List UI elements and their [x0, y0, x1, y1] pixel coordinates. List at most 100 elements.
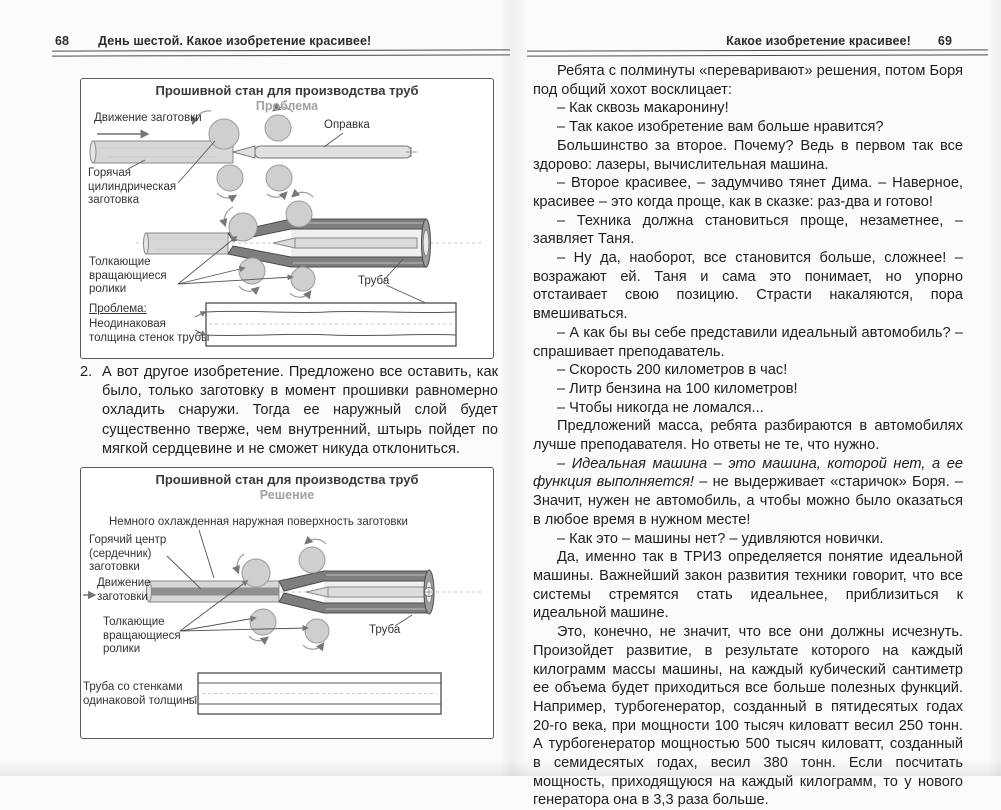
rotation-arrow-icon: [238, 285, 260, 296]
roller: [249, 608, 277, 636]
item-text: А вот другое изобретение. Предложено все…: [102, 364, 498, 457]
right-page-number: 69: [937, 34, 952, 48]
paragraph: Да, именно так в ТРИЗ определяется понят…: [533, 549, 963, 622]
right-running-head: Какое изобретение красивее! 69: [726, 34, 952, 48]
leader-line: [194, 311, 207, 318]
roller: [265, 164, 293, 192]
tube-forming: [166, 529, 435, 652]
left-header-rule: [51, 49, 511, 57]
paragraph: – Как это – машины нет? – удивляются нов…: [557, 530, 884, 547]
right-header-rule: [526, 49, 989, 57]
paragraph: – Скорость 200 километров в час!: [557, 362, 788, 379]
rotation-arrow-icon: [289, 290, 312, 300]
leader-line: [177, 235, 238, 285]
label-problem-title: Проблема:: [89, 303, 147, 315]
paragraph: – Литр бензина на 100 километров!: [557, 380, 798, 397]
label-movement: Движение заготовки: [94, 112, 202, 124]
roller: [298, 546, 326, 574]
leader-line: [385, 284, 429, 305]
leader-line: [177, 274, 294, 285]
mandrel-tip: [231, 145, 256, 159]
label-hot-core: Горячий центр (сердечник) заготовки: [89, 534, 167, 573]
mandrel-rod: [254, 145, 412, 159]
label-problem-text: Неодинаковая толщина стенок трубы: [89, 318, 210, 344]
roller: [228, 212, 258, 242]
leader-line: [179, 579, 249, 632]
rotation-arrow-icon: [231, 553, 245, 575]
leader-line: [186, 695, 198, 701]
leader-line: [323, 132, 344, 148]
leader-line: [177, 265, 246, 285]
pierce-mill-solution-figure: [83, 529, 481, 715]
paragraph: – Как сквозь макаронину!: [557, 100, 729, 117]
leader-line: [177, 140, 216, 184]
right-running-title: Какое изобретение красивее!: [726, 34, 911, 48]
stage1-billet-and-mandrel: [89, 103, 419, 203]
label-cooled-surface: Немного охлажденная наружная поверхность…: [109, 516, 408, 528]
diagram-pierce-mill-problem: Прошивной стан для производства труб Про…: [80, 78, 494, 359]
left-running-head: 68 День шестой. Какое изобретение красив…: [55, 34, 371, 48]
diagram2-title: Прошивной стан для производства труб: [155, 472, 419, 487]
book-gutter-shadow: [499, 0, 527, 776]
leader-line: [194, 329, 207, 336]
rotation-arrow-icon: [266, 191, 288, 201]
leader-line: [198, 529, 215, 579]
rotation-arrow-icon: [219, 206, 234, 228]
mandrel-inside-tube: [294, 237, 418, 249]
rotation-arrow-icon: [272, 103, 294, 113]
leader-line: [179, 615, 257, 632]
label-billet: Горячая цилиндрическая заготовка: [88, 167, 177, 206]
diagram2-subtitle: Решение: [259, 488, 315, 502]
roller: [241, 558, 271, 588]
diagram-pierce-mill-solution: Прошивной стан для производства труб Реш…: [80, 467, 494, 739]
label-tube: Труба: [358, 275, 390, 287]
label-result: Труба со стенками одинаковой толщины: [83, 681, 198, 707]
label-tube: Труба: [369, 624, 401, 636]
roller: [285, 200, 313, 228]
paragraph: – А как бы вы себе представили идеальный…: [533, 324, 963, 360]
rotation-arrow-icon: [248, 635, 269, 645]
roller: [290, 266, 316, 292]
label-rollers: Толкающие вращающиеся ролики: [89, 256, 167, 295]
paragraph: Предложений масса, ребята разбираются в …: [533, 418, 963, 454]
paragraph: – Идеальная машина – это машина, которой…: [533, 455, 964, 528]
numbered-paragraph-2: 2. А вот другое изобретение. Предложено …: [80, 363, 498, 459]
bottom-page-shadow: [0, 760, 1001, 776]
mandrel-inside-tube: [327, 586, 427, 598]
rotation-arrow-icon: [216, 192, 238, 203]
roller: [216, 164, 244, 192]
paragraph: – Второе красивее, – задумчиво тянет Дим…: [533, 175, 963, 210]
leader-line: [166, 555, 202, 590]
label-rollers: Толкающие вращающиеся ролики: [103, 616, 181, 655]
leader-line: [179, 624, 309, 632]
right-page-text: Ребята с полминуты «переваривают» решени…: [533, 62, 963, 810]
roller: [264, 114, 292, 142]
billet-with-core: [83, 580, 481, 603]
tube-cross-section-uneven: [194, 302, 457, 347]
leader-line: [383, 258, 404, 281]
label-mandrel: Оправка: [324, 119, 370, 131]
label-movement: Движение заготовки: [97, 577, 151, 603]
diagram1-subtitle: Проблема: [255, 99, 319, 113]
rotation-arrow-icon: [302, 642, 325, 652]
hot-core-stripe: [149, 587, 279, 596]
page-edge-shadow: [987, 0, 1001, 776]
tube-cross-section-even: [186, 672, 442, 715]
paragraph: Большинство за второе. Почему? Ведь в пе…: [533, 137, 963, 173]
roller: [304, 618, 330, 644]
leader-line: [127, 159, 146, 170]
left-page-number: 68: [55, 34, 70, 48]
paragraph: – Чтобы никогда не ломался...: [557, 399, 764, 416]
rotation-arrow-icon: [304, 535, 327, 545]
left-running-title: День шестой. Какое изобретение красивее!: [98, 34, 372, 48]
roller: [208, 118, 240, 150]
paragraph: Это, конечно, не значит, что все они дол…: [533, 624, 963, 809]
paragraph: – Так какое изобретение вам больше нрави…: [557, 119, 884, 136]
stage2-tube-forming: [136, 188, 481, 305]
rotation-arrow-icon: [291, 188, 314, 198]
paragraph: Ребята с полминуты «переваривают» решени…: [533, 63, 963, 98]
rotation-arrow-icon: [190, 110, 212, 126]
paragraph: – Ну да, наоборот, все становится больше…: [533, 250, 963, 323]
leader-line: [394, 614, 413, 627]
